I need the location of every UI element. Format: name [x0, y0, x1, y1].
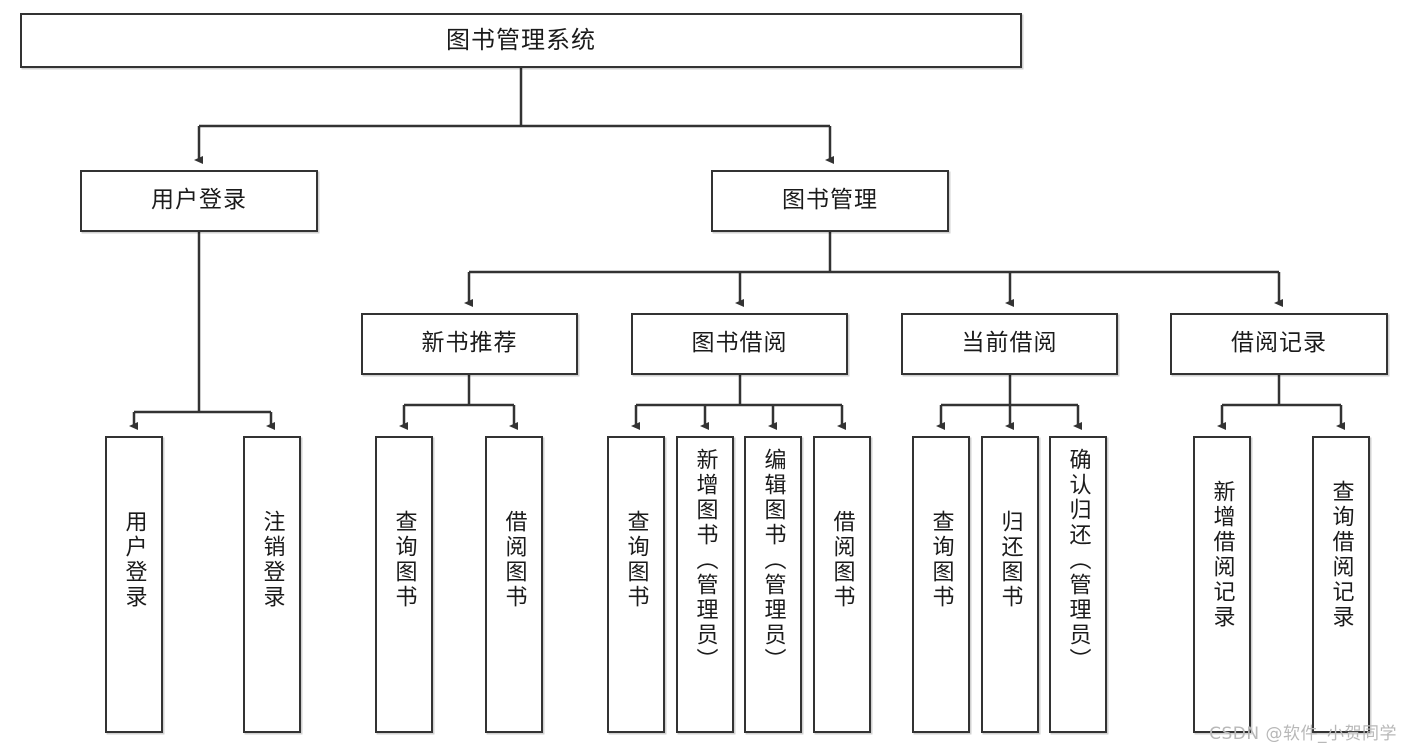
node-leaf-borrow-book-rec-label: 借阅图书	[501, 510, 527, 610]
node-book-borrow[interactable]: 图书借阅	[631, 313, 848, 375]
node-borrow-record-label: 借阅记录	[1231, 330, 1327, 357]
node-leaf-logout-label: 注销登录	[259, 510, 285, 610]
node-root-label: 图书管理系统	[446, 26, 596, 55]
watermark: CSDN @软件_小贺同学	[1209, 724, 1397, 744]
node-book-manage-label: 图书管理	[782, 187, 878, 214]
node-leaf-confirm-return-label: 确认归还（管理员）	[1065, 448, 1091, 673]
node-leaf-borrow-book[interactable]: 借阅图书	[813, 436, 871, 733]
node-leaf-query-book-cur-label: 查询图书	[928, 510, 954, 610]
node-leaf-query-record-label: 查询借阅记录	[1328, 480, 1354, 630]
node-leaf-return-book[interactable]: 归还图书	[981, 436, 1039, 733]
node-leaf-user-login[interactable]: 用户登录	[105, 436, 163, 733]
node-book-manage[interactable]: 图书管理	[711, 170, 949, 232]
node-current-borrow-label: 当前借阅	[961, 330, 1058, 357]
node-leaf-edit-book-label: 编辑图书（管理员）	[760, 448, 786, 673]
node-leaf-user-login-label: 用户登录	[121, 510, 147, 610]
node-leaf-query-record[interactable]: 查询借阅记录	[1312, 436, 1370, 733]
node-leaf-borrow-book-rec[interactable]: 借阅图书	[485, 436, 543, 733]
node-leaf-borrow-book-label: 借阅图书	[829, 510, 855, 610]
node-leaf-query-book-borrow[interactable]: 查询图书	[607, 436, 665, 733]
node-leaf-add-record[interactable]: 新增借阅记录	[1193, 436, 1251, 733]
node-current-borrow[interactable]: 当前借阅	[901, 313, 1118, 375]
node-new-book-rec-label: 新书推荐	[421, 330, 518, 357]
node-leaf-add-book-label: 新增图书（管理员）	[692, 448, 718, 673]
node-leaf-add-book[interactable]: 新增图书（管理员）	[676, 436, 734, 733]
node-book-borrow-label: 图书借阅	[691, 330, 788, 357]
node-leaf-add-record-label: 新增借阅记录	[1209, 480, 1235, 630]
node-leaf-confirm-return[interactable]: 确认归还（管理员）	[1049, 436, 1107, 733]
node-leaf-query-book-borrow-label: 查询图书	[623, 510, 649, 610]
node-leaf-logout[interactable]: 注销登录	[243, 436, 301, 733]
node-borrow-record[interactable]: 借阅记录	[1170, 313, 1388, 375]
node-leaf-query-book-rec-label: 查询图书	[391, 510, 417, 610]
node-leaf-edit-book[interactable]: 编辑图书（管理员）	[744, 436, 802, 733]
node-root[interactable]: 图书管理系统	[20, 13, 1022, 68]
node-leaf-query-book-cur[interactable]: 查询图书	[912, 436, 970, 733]
node-user-login-label: 用户登录	[151, 187, 247, 214]
node-user-login[interactable]: 用户登录	[80, 170, 318, 232]
node-new-book-rec[interactable]: 新书推荐	[361, 313, 578, 375]
node-leaf-return-book-label: 归还图书	[997, 510, 1023, 610]
node-leaf-query-book-rec[interactable]: 查询图书	[375, 436, 433, 733]
